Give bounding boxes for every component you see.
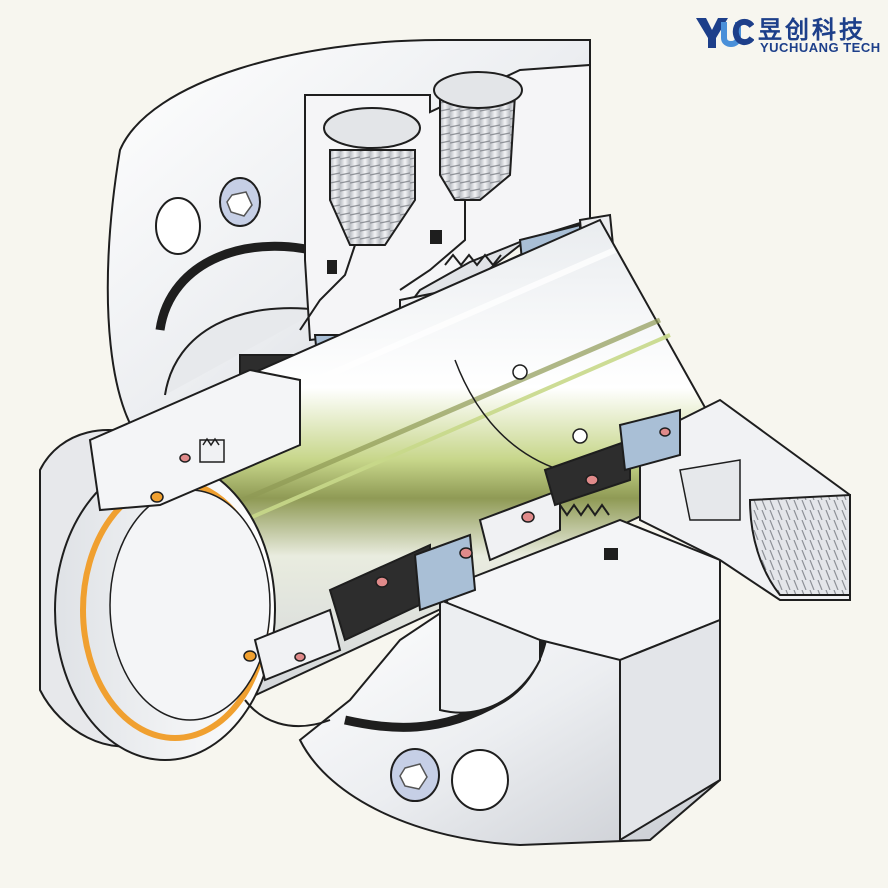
gland-lower-section bbox=[438, 518, 721, 842]
company-name-english: YUCHUANG TECH bbox=[760, 40, 881, 55]
gland-flange-front bbox=[298, 598, 721, 847]
sleeve-front-edge bbox=[244, 699, 331, 728]
sleeve-end-ring bbox=[39, 429, 276, 761]
yuc-logo-mark-icon bbox=[696, 18, 754, 48]
company-name-chinese: 昱创科技 bbox=[758, 16, 866, 44]
drive-collar-left bbox=[88, 368, 301, 512]
gland-right-port bbox=[639, 398, 851, 601]
lower-seal-assembly bbox=[243, 408, 681, 682]
gland-section-face bbox=[299, 63, 591, 342]
company-logo: 昱创科技 YUCHUANG TECH bbox=[694, 10, 882, 56]
